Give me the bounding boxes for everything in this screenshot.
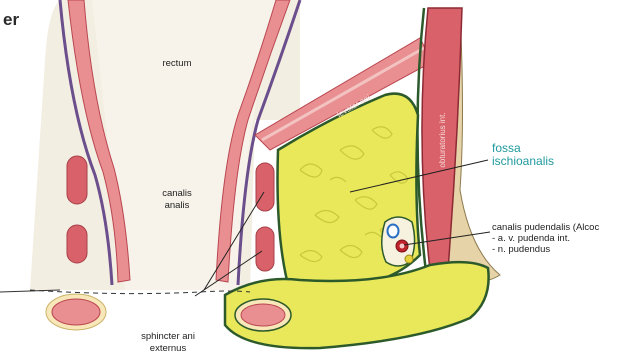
- label-pudendal-item2: - n. pudendus: [492, 244, 550, 255]
- pudendal-nerve-blue: [388, 225, 399, 238]
- bottom-left-oval-inner: [52, 299, 100, 325]
- dashed-boundary-line: [30, 290, 250, 294]
- bottom-right-oval-inner: [241, 304, 285, 326]
- label-pudendal-item1: - a. v. pudenda int.: [492, 233, 570, 244]
- label-canalis-line1: canalis: [162, 188, 192, 199]
- label-sphincter-line2: externus: [150, 343, 187, 354]
- header-fragment: er: [3, 10, 19, 29]
- pudendal-artery-inner: [400, 244, 405, 249]
- label-sphincter-line1: sphincter ani: [141, 331, 195, 342]
- left-sphincter-oval-upper: [67, 156, 87, 204]
- label-pudendal-title: canalis pudendalis (Alcoc: [492, 222, 599, 233]
- right-sphincter-oval-lower: [256, 227, 274, 271]
- label-obturatorius: obturatorius int.: [438, 112, 447, 167]
- pudendal-nerve-yellow: [405, 255, 413, 263]
- label-fossa-line1: fossa: [492, 141, 521, 155]
- label-fossa-line2: ischioanalis: [492, 154, 554, 168]
- left-sphincter-oval-lower: [67, 225, 87, 263]
- right-sphincter-oval-upper: [256, 163, 274, 211]
- label-rectum: rectum: [162, 58, 191, 69]
- label-canalis-line2: analis: [165, 200, 190, 211]
